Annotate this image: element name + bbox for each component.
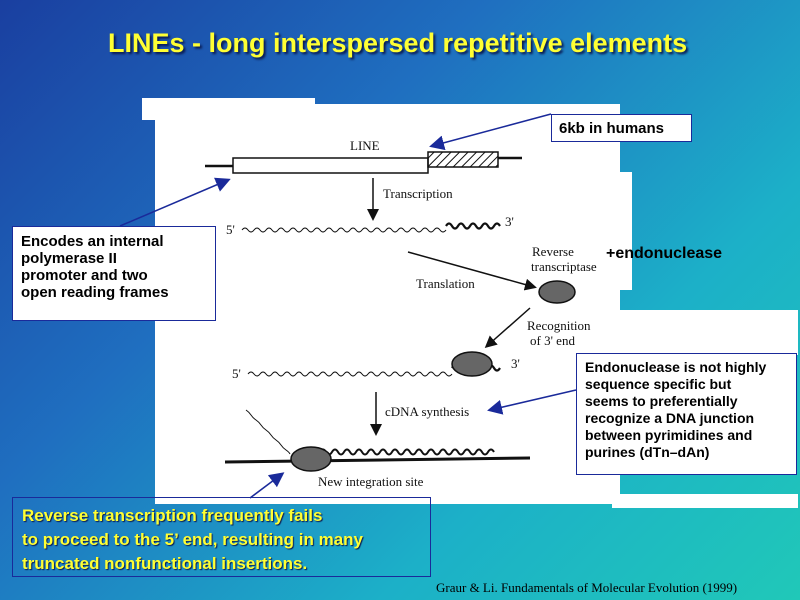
size-callout: 6kb in humans bbox=[551, 114, 692, 142]
endonuclease-line: purines (dTn–dAn) bbox=[585, 444, 710, 460]
endonuclease-line: recognize a DNA junction bbox=[585, 410, 755, 426]
rna1-strand-3prime bbox=[445, 222, 501, 230]
recognition-arrow bbox=[484, 307, 531, 348]
recognition-label-line1: Recognition bbox=[527, 318, 591, 333]
figure-panel-right bbox=[618, 172, 632, 290]
page-title: LINEs - long interspersed repetitive ele… bbox=[108, 28, 688, 58]
reverse-transcription-callout: Reverse transcription frequently fails t… bbox=[12, 497, 431, 577]
integration-protein bbox=[290, 446, 332, 472]
line-label: LINE bbox=[350, 138, 380, 153]
encodes-line: polymerase II bbox=[21, 250, 117, 267]
figure-panel-bottom-right bbox=[612, 494, 798, 508]
rt-note-line: Reverse transcription frequently fails bbox=[22, 506, 323, 525]
rt-note-line: truncated nonfunctional insertions. bbox=[22, 554, 308, 573]
endonuclease-line: sequence specific but bbox=[585, 376, 732, 392]
rna2-strand bbox=[247, 371, 453, 377]
rna-tail-wavy bbox=[245, 409, 291, 455]
endonuclease-callout: Endonuclease is not highly sequence spec… bbox=[576, 353, 797, 475]
recognition-label-line2: of 3' end bbox=[530, 333, 575, 348]
figure-panel-right-lower bbox=[618, 310, 798, 355]
rt-label-line1: Reverse bbox=[532, 244, 574, 259]
rna2-three-prime: 3' bbox=[511, 356, 520, 371]
endonuclease-line: Endonuclease is not highly bbox=[585, 359, 767, 375]
translation-label: Translation bbox=[416, 276, 475, 291]
rna2-five-prime: 5' bbox=[232, 366, 241, 381]
endonuclease-line: between pyrimidines and bbox=[585, 427, 753, 443]
size-callout-text: 6kb in humans bbox=[559, 120, 665, 137]
endonuclease-extra-label: +endonuclease bbox=[606, 245, 723, 262]
pointer-encodes bbox=[119, 177, 231, 227]
pointer-6kb bbox=[429, 113, 552, 151]
pointer-endonuclease bbox=[487, 389, 577, 415]
bound-protein bbox=[451, 351, 493, 377]
rt-note-line: to proceed to the 5’ end, resulting in m… bbox=[22, 530, 363, 549]
rna1-three-prime: 3' bbox=[505, 214, 514, 229]
translation-arrow bbox=[407, 251, 537, 291]
target-dna bbox=[224, 456, 531, 464]
transcription-label: Transcription bbox=[383, 186, 453, 201]
cdna-strand bbox=[319, 448, 495, 456]
line-orf-region bbox=[427, 151, 499, 168]
rt-label-line2: transcriptase bbox=[531, 259, 597, 274]
encodes-line: Encodes an internal bbox=[21, 233, 164, 250]
cdna-label: cDNA synthesis bbox=[385, 404, 469, 419]
reverse-transcriptase-protein bbox=[538, 280, 576, 304]
encodes-callout: Encodes an internal polymerase II promot… bbox=[12, 226, 216, 321]
rna1-strand bbox=[241, 227, 447, 233]
encodes-line: promoter and two bbox=[21, 267, 148, 284]
endonuclease-line: seems to preferentially bbox=[585, 393, 738, 409]
line-element bbox=[232, 157, 429, 174]
encodes-line: open reading frames bbox=[21, 284, 169, 301]
pointer-reverse-transcription bbox=[249, 472, 285, 499]
rna1-five-prime: 5' bbox=[226, 222, 235, 237]
integration-label: New integration site bbox=[318, 474, 424, 489]
citation: Graur & Li. Fundamentals of Molecular Ev… bbox=[436, 580, 738, 595]
